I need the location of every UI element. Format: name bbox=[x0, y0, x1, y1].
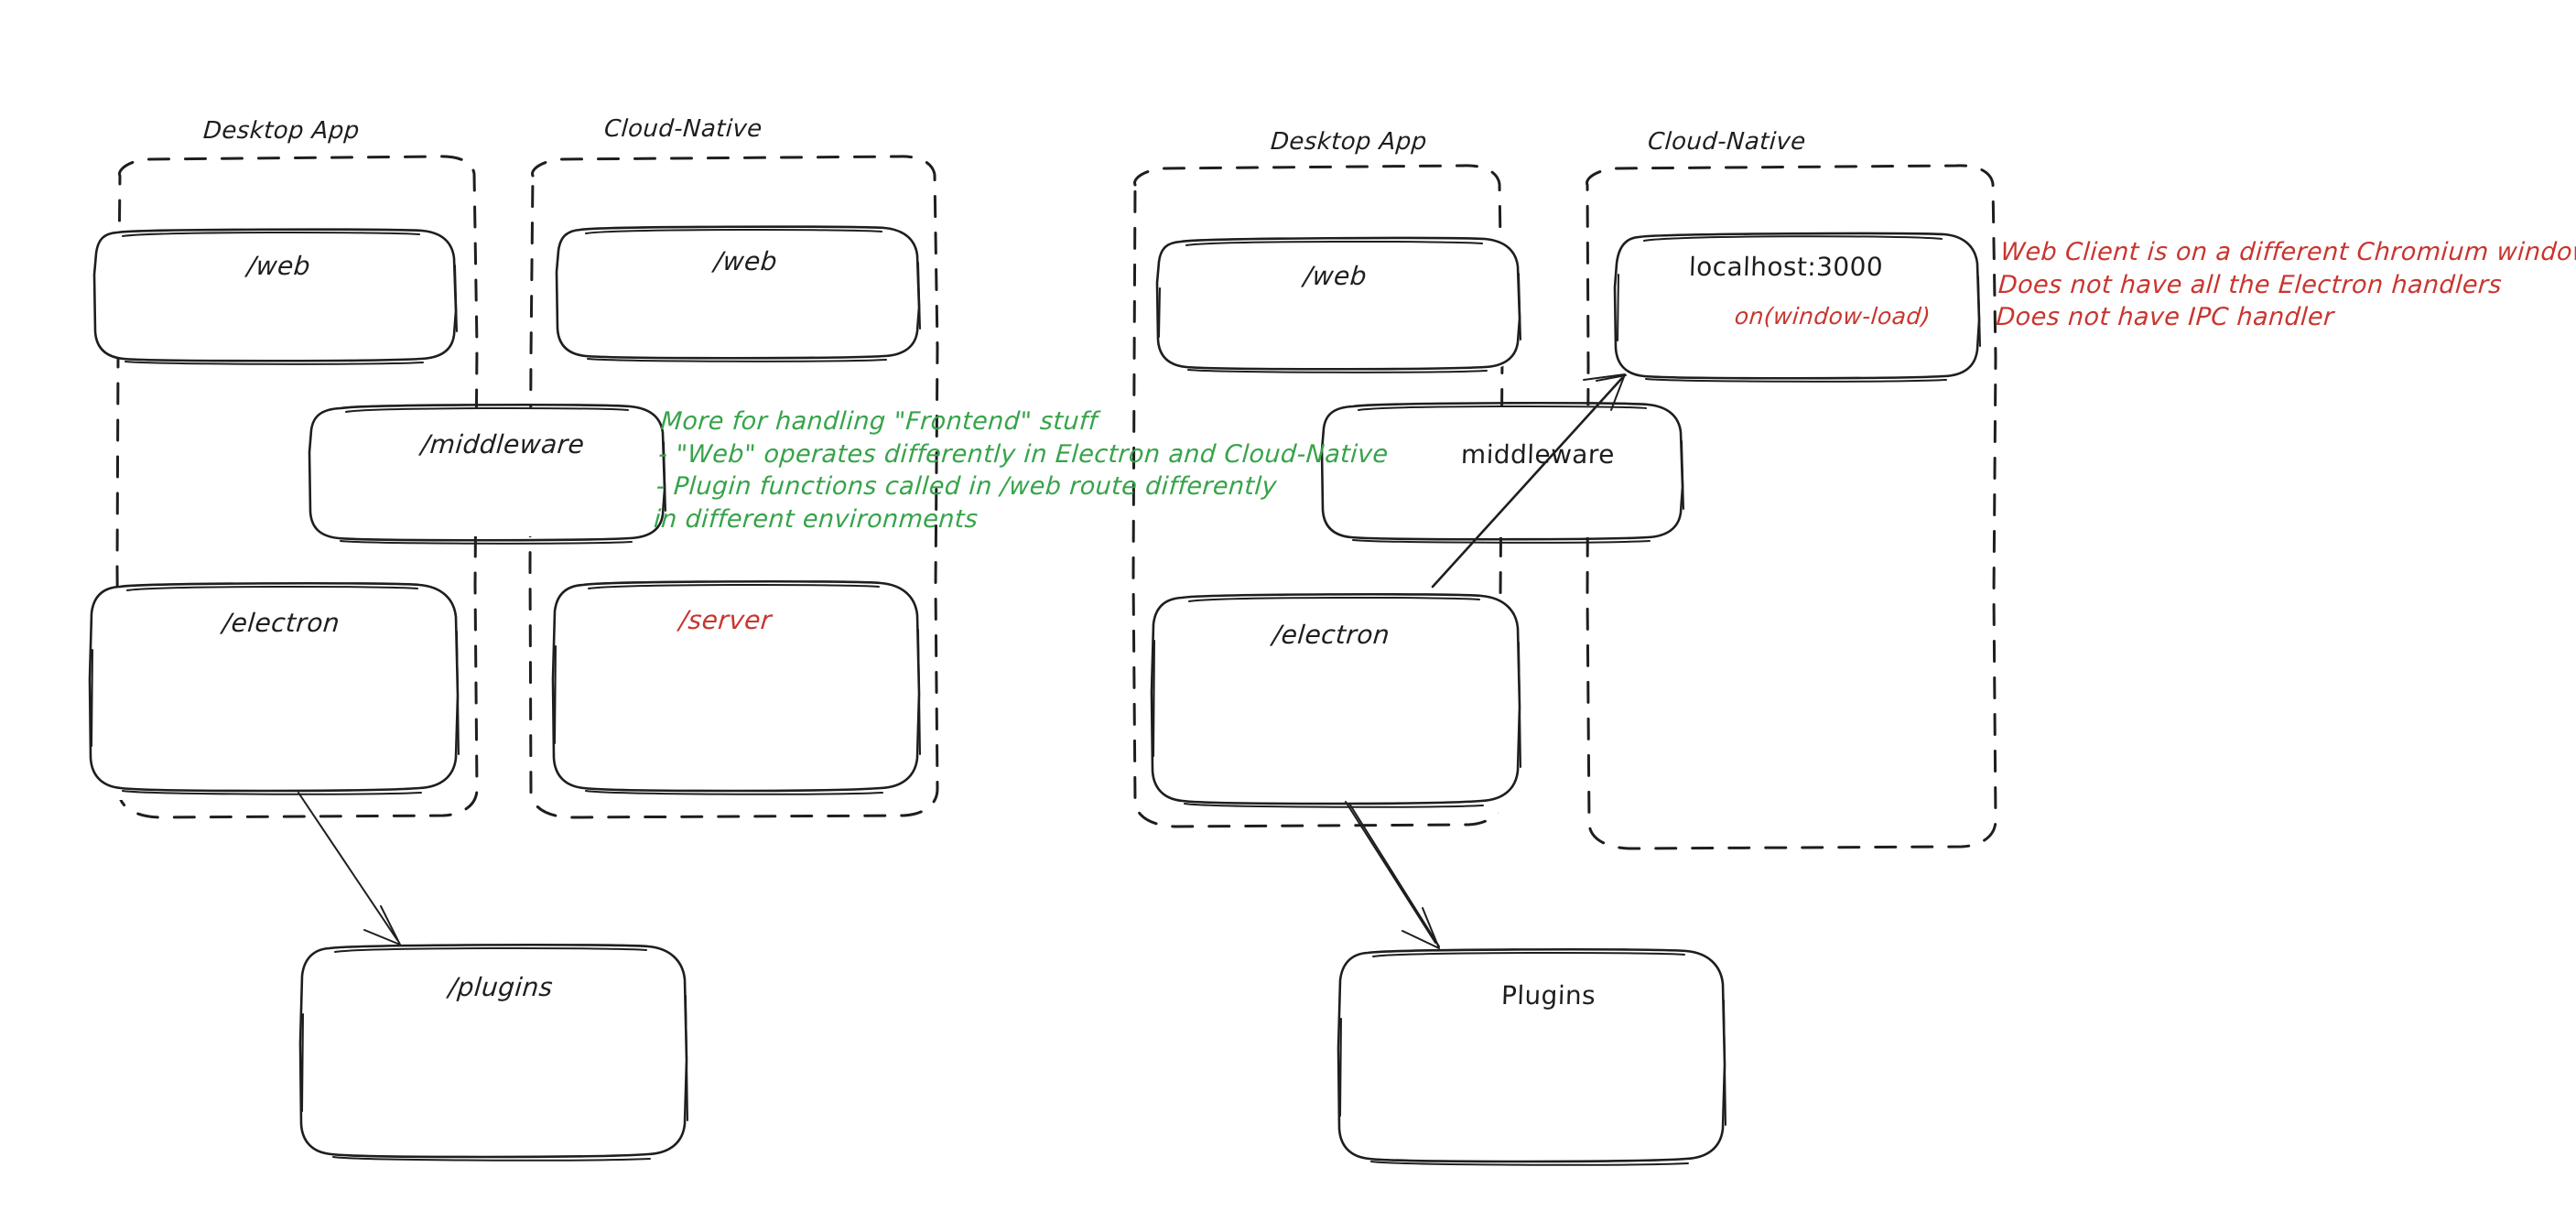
group-label-right-desktop-app: Desktop App bbox=[1269, 128, 1428, 156]
group-label-right-cloud-native: Cloud-Native bbox=[1646, 128, 1807, 156]
group-label-left-desktop-app: Desktop App bbox=[201, 117, 361, 145]
node-label-left-server: /server bbox=[677, 605, 774, 635]
node-left-web-cloud bbox=[555, 225, 921, 362]
node-right-web bbox=[1155, 236, 1521, 373]
node-left-electron bbox=[88, 581, 460, 800]
node-label-right-electron: /electron bbox=[1271, 620, 1391, 650]
node-label-right-localhost: localhost:3000 bbox=[1688, 252, 1884, 282]
node-left-server bbox=[551, 579, 921, 800]
annotation-green-note: More for handling "Frontend" stuff - "We… bbox=[653, 407, 1390, 534]
node-right-middleware bbox=[1320, 401, 1684, 544]
node-label-right-web: /web bbox=[1302, 261, 1369, 291]
node-right-plugins bbox=[1337, 947, 1726, 1176]
node-right-localhost bbox=[1613, 232, 1981, 383]
node-sublabel-right-localhost-on-window-load: on(window-load) bbox=[1733, 303, 1932, 330]
node-left-middleware bbox=[308, 403, 666, 545]
node-label-right-plugins: Plugins bbox=[1500, 980, 1596, 1010]
node-right-electron bbox=[1150, 592, 1522, 813]
arrow-left-electron-to-plugins bbox=[298, 792, 401, 946]
arrow-right-electron-to-localhost bbox=[1431, 373, 1627, 589]
node-label-left-middleware: /middleware bbox=[419, 429, 586, 459]
node-label-left-plugins: /plugins bbox=[447, 972, 555, 1002]
node-left-web-desktop bbox=[92, 228, 458, 365]
node-label-left-web-desktop: /web bbox=[245, 251, 312, 281]
annotation-red-note: Web Client is on a different Chromium wi… bbox=[1995, 238, 2576, 332]
group-right-cloud-native bbox=[1586, 164, 1997, 850]
node-label-right-middleware: middleware bbox=[1460, 439, 1616, 470]
group-label-left-cloud-native: Cloud-Native bbox=[602, 115, 763, 143]
arrow-right-electron-to-plugins bbox=[1345, 801, 1440, 949]
group-left-cloud-native bbox=[528, 155, 939, 819]
node-label-left-electron: /electron bbox=[221, 608, 341, 638]
node-label-left-web-cloud: /web bbox=[712, 246, 779, 276]
node-left-plugins bbox=[298, 943, 688, 1172]
